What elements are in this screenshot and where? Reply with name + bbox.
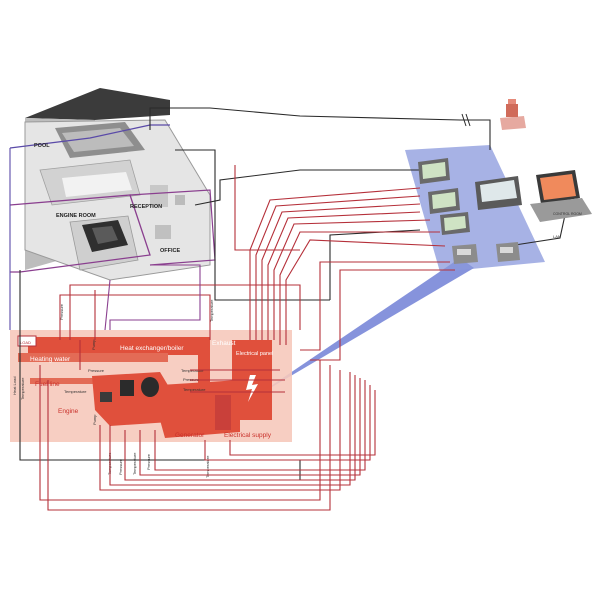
controller-1 [418, 158, 450, 184]
engine-label: Engine [58, 408, 79, 415]
lightning-icon [246, 375, 258, 402]
heating-water-label: Heating water [30, 356, 71, 363]
wiring [19, 107, 566, 511]
building [24, 88, 211, 281]
temperature-label-1: Temperature [64, 389, 87, 394]
electrical-supply-label: Electrical supply [224, 432, 272, 439]
control-room-label: CONTROL ROOM [553, 212, 582, 216]
pool-label: POOL [34, 143, 50, 149]
engine-block-icon [120, 380, 134, 396]
heat-load-label: Heat Load [12, 377, 17, 395]
pressure-label-3: Pressure [59, 303, 64, 320]
engine-room-label: ENGINE ROOM [56, 213, 96, 219]
temperature-label-7: Temperature [132, 452, 137, 475]
main-controller [475, 176, 522, 210]
controller-projection-beam [250, 258, 474, 400]
exhaust-label: Exhaust [212, 340, 236, 347]
pressure-label-1: Pressure [88, 368, 105, 373]
temperature-label-4: Temperature [20, 377, 25, 400]
pump-icon [100, 392, 112, 402]
electrical-panel-label: Electrical panel [236, 351, 273, 357]
pump-label: Pump [91, 339, 96, 350]
exhaust-pipe [198, 337, 210, 397]
generator-housing [215, 395, 231, 430]
lan-label: LAN [553, 234, 561, 239]
office-label: OFFICE [160, 248, 180, 254]
heat-exchanger-label: Heat exchanger/boiler [120, 345, 184, 352]
io-module-1 [452, 244, 478, 264]
fuel-line-pipe [30, 378, 100, 384]
building-zone-outline [9, 124, 170, 149]
controller-3 [440, 212, 470, 235]
pump-label-2: Pump [92, 414, 97, 425]
io-module-2 [496, 242, 520, 262]
pressure-label-4: Pressure [118, 458, 123, 475]
flywheel-icon [141, 377, 159, 397]
engine-room-outline [9, 194, 151, 273]
heat-exchanger [28, 337, 198, 355]
heating-water-pipe [18, 353, 168, 362]
alarm-beacon-icon [500, 99, 526, 130]
pressure-label-5: Pressure [146, 453, 151, 470]
control-room-laptop [530, 170, 592, 222]
controller-2 [428, 188, 460, 214]
generator-label: Generator [175, 432, 205, 439]
signal-wiring [9, 148, 201, 331]
temperature-label-5: Temperature [209, 299, 214, 322]
load-label: LOAD [20, 340, 31, 345]
load-box [17, 335, 37, 347]
temperature-label-3: Temperature [183, 387, 206, 392]
reception-label: RECEPTION [130, 204, 162, 210]
temperature-label-8: Temperature [205, 455, 210, 478]
office-zone-outline [129, 189, 216, 266]
wire-break-marker [461, 113, 471, 127]
